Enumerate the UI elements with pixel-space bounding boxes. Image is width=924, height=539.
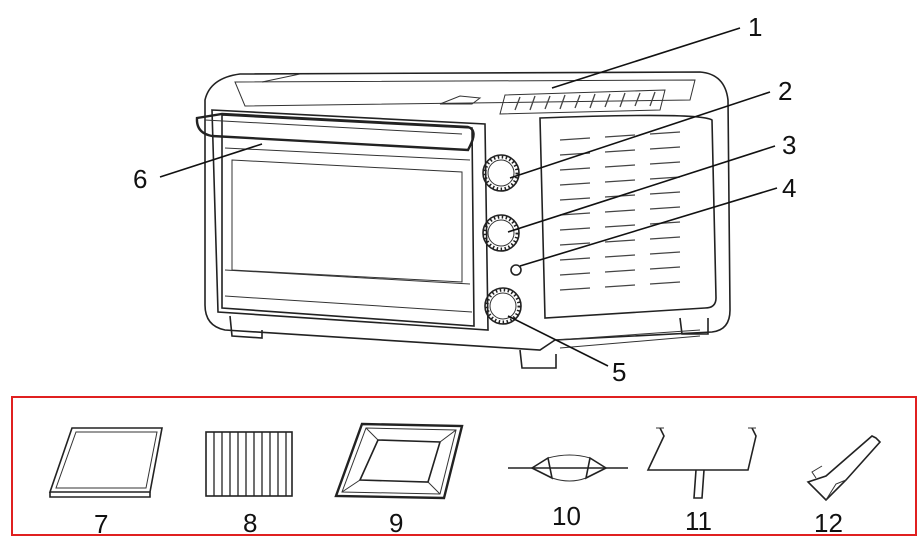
callout-leaders (159, 27, 778, 367)
callout-5: 5 (612, 357, 627, 387)
oven-body (204, 71, 731, 351)
accessory-baking-tray (48, 427, 163, 498)
callout-7: 7 (94, 509, 109, 539)
control-knobs (482, 154, 522, 325)
callout-12: 12 (814, 508, 843, 538)
door-handle (195, 112, 475, 152)
side-vents (559, 131, 681, 291)
accessory-tray-handle (806, 435, 882, 502)
indicator-light (510, 264, 522, 276)
accessory-enamel-pan (334, 422, 464, 500)
callout-6: 6 (133, 164, 148, 194)
callout-8: 8 (243, 508, 258, 538)
knob-top (482, 154, 520, 192)
callout-11: 11 (685, 506, 712, 536)
accessories-frame (11, 396, 917, 536)
callout-9: 9 (389, 508, 404, 538)
accessory-rotisserie-spit (508, 454, 628, 482)
callout-4: 4 (782, 173, 797, 203)
oven-feet (229, 315, 709, 369)
knob-bottom (484, 287, 522, 325)
knob-middle (482, 214, 520, 252)
callout-2: 2 (778, 76, 793, 106)
accessory-rack-handle (646, 427, 757, 499)
callout-1: 1 (748, 12, 763, 42)
oven-door (221, 114, 475, 327)
callout-10: 10 (552, 501, 581, 531)
accessory-wire-rack (205, 431, 293, 497)
top-vent (499, 89, 666, 115)
callout-3: 3 (782, 130, 797, 160)
